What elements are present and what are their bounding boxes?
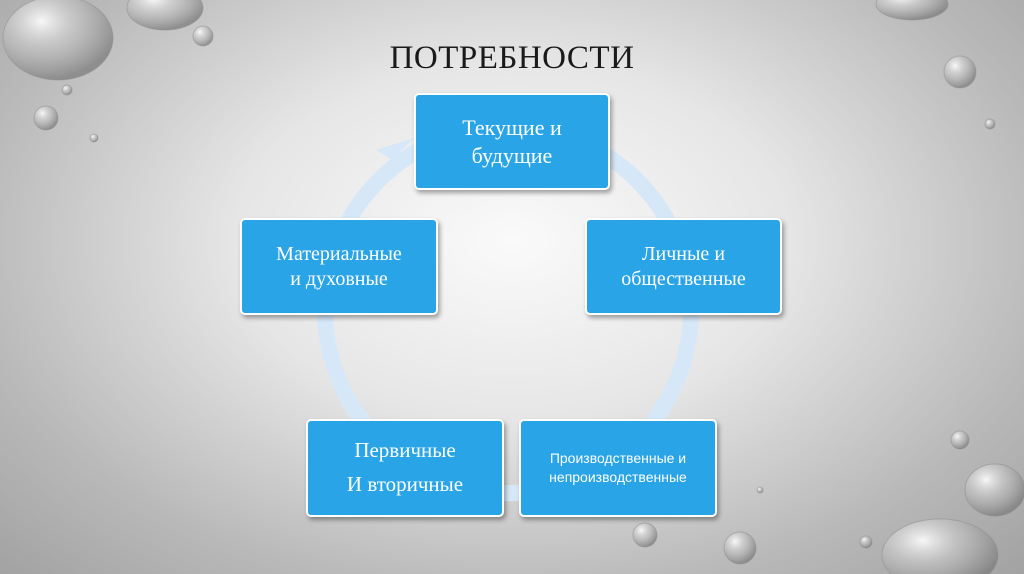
water-drop xyxy=(723,531,757,565)
water-drop xyxy=(875,0,949,21)
cycle-node-personal-and-social: Личные и общественные xyxy=(585,218,782,315)
node-line-2: и духовные xyxy=(290,267,388,290)
water-drop xyxy=(192,25,214,47)
node-line-2: И вторичные xyxy=(346,472,464,496)
node-line-2: будущие xyxy=(471,142,553,168)
node-line-1: Первичные xyxy=(354,438,456,463)
cycle-arrow-head xyxy=(376,138,414,160)
water-drop xyxy=(943,55,977,89)
node-line-2: непроизводственные xyxy=(549,469,687,485)
cycle-node-material-and-spiritual: Материальные и духовные xyxy=(240,218,438,315)
water-drop xyxy=(756,486,764,494)
water-drop xyxy=(89,133,99,143)
node-line-1: Личные и xyxy=(641,242,726,265)
water-drop xyxy=(950,430,970,450)
water-drop xyxy=(984,118,996,130)
water-drop xyxy=(859,535,873,549)
node-line-2: общественные xyxy=(621,267,746,290)
water-drop xyxy=(126,0,204,31)
page-title: ПОТРЕБНОСТИ xyxy=(389,40,635,76)
water-drop xyxy=(2,0,114,81)
node-line-1: Материальные xyxy=(276,242,402,265)
cycle-node-productive-and-nonproductive: Производственные и непроизводственные xyxy=(519,419,717,517)
water-drop xyxy=(964,463,1024,517)
water-drop xyxy=(33,105,59,131)
water-drop xyxy=(61,84,73,96)
node-line-1: Производственные и xyxy=(549,450,687,467)
cycle-node-primary-and-secondary: Первичные И вторичные xyxy=(306,419,504,517)
water-drop xyxy=(881,518,999,574)
water-drop xyxy=(632,522,658,548)
cycle-node-current-and-future: Текущие и будущие xyxy=(414,93,610,190)
node-line-1: Текущие и xyxy=(462,115,562,140)
